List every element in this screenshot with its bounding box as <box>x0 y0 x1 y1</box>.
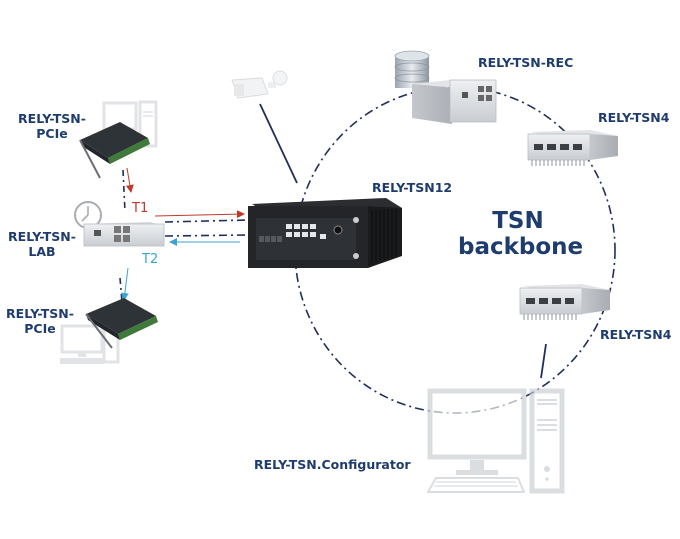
camera-icon <box>231 70 288 99</box>
lab-label-line1: RELY-TSN- <box>8 229 76 244</box>
lab-pcie-bottom-t2-arrow <box>120 267 129 301</box>
tsn12-label: RELY-TSN12 <box>372 180 453 195</box>
t1-label: T1 <box>132 201 149 216</box>
rec-label: RELY-TSN-REC <box>478 55 574 70</box>
pcie-top-label: RELY-TSN- PCIe <box>14 111 90 141</box>
pcie-bottom-label-line2: PCIe <box>24 321 56 336</box>
lab-label-line2: LAB <box>28 244 56 259</box>
pcie-bottom-label-line1: RELY-TSN- <box>6 306 74 321</box>
tsn-backbone-title-line1: TSN <box>492 208 544 234</box>
database-icon <box>394 50 430 88</box>
tsn4-switch-icon-bottom <box>519 284 610 320</box>
t1-arrow <box>154 210 245 219</box>
lab-label: RELY-TSN- LAB <box>4 229 80 259</box>
pcie-card-icon-top <box>79 122 150 179</box>
tsn-backbone-title-line2: backbone <box>458 234 584 260</box>
pcie-top-label-line2: PCIe <box>36 126 68 141</box>
rec-device-icon <box>412 79 497 124</box>
tsn12-switch-icon <box>248 198 402 268</box>
tsn4-bottom-label: RELY-TSN4 <box>600 327 672 342</box>
pcie-top-lab-link <box>122 169 126 213</box>
tsn4-top-label: RELY-TSN4 <box>598 110 670 125</box>
pcie-top-t1-arrow <box>125 167 134 193</box>
pc-icon-top <box>102 100 158 148</box>
pcie-top-label-line1: RELY-TSN- <box>18 111 86 126</box>
pcie-bottom-label: RELY-TSN- PCIe <box>2 306 78 336</box>
tsn-backbone-title: TSN backbone <box>458 208 584 260</box>
t2-label: T2 <box>142 252 159 267</box>
configurator-label: RELY-TSN.Configurator <box>254 457 411 472</box>
pcie-card-icon-bottom <box>85 298 158 349</box>
lab-device-icon <box>83 222 165 247</box>
tsn4-switch-icon-top <box>527 130 618 166</box>
camera-link <box>259 103 298 184</box>
lab-tsn12-link-upper <box>164 219 249 223</box>
desktop-computer-icon <box>426 388 565 494</box>
lab-tsn12-link-lower <box>164 234 249 237</box>
lab-pcie-bottom-link <box>119 277 123 303</box>
configurator-link <box>540 343 547 379</box>
